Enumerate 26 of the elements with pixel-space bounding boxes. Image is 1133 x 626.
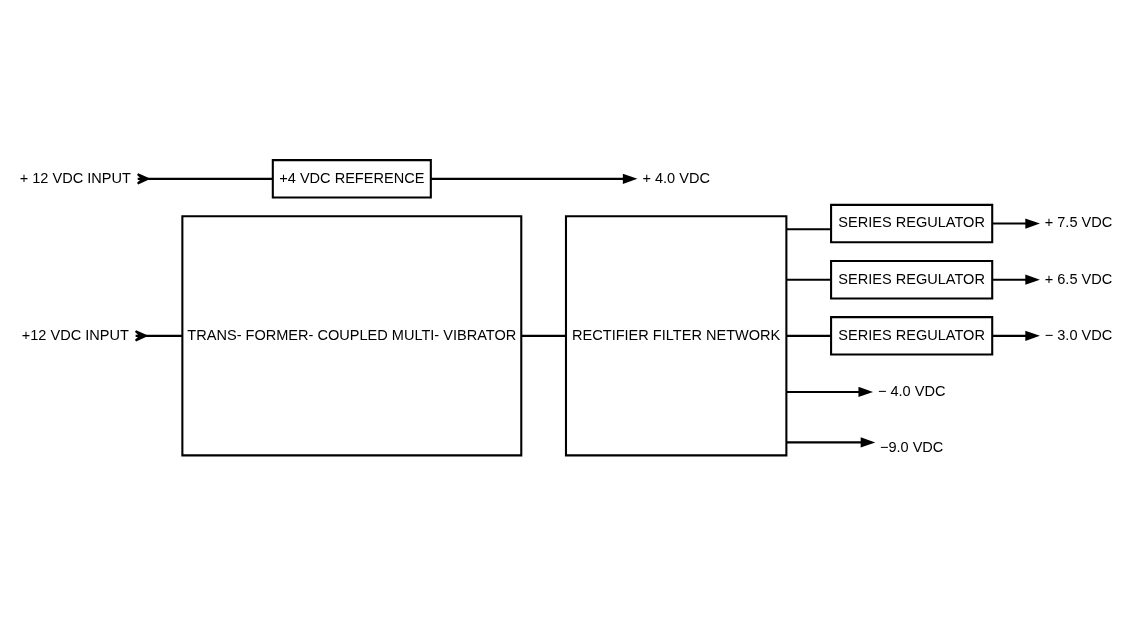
node-text: + 6.5 VDC (1044, 270, 1113, 287)
node-text: + 12 VDC INPUT (19, 169, 131, 186)
arrow (992, 330, 1040, 341)
connector (786, 227, 831, 230)
connector (521, 334, 566, 337)
connector (136, 172, 273, 185)
arrow (431, 173, 638, 184)
arrow (786, 386, 873, 397)
connector (786, 278, 831, 281)
node-text: −9.0 VDC (879, 438, 944, 455)
node-box: SERIES REGULATOR (830, 315, 994, 356)
node-text: +12 VDC INPUT (21, 326, 129, 343)
node-box: SERIES REGULATOR (830, 203, 994, 243)
node-box: SERIES REGULATOR (830, 259, 994, 299)
arrow (786, 436, 876, 447)
node-box: RECTIFIER FILTER NETWORK (564, 214, 788, 456)
node-text: − 3.0 VDC (1044, 326, 1113, 343)
connector (786, 334, 831, 337)
connector (134, 329, 183, 342)
node-text: − 4.0 VDC (877, 382, 946, 399)
node-text: + 4.0 VDC (642, 169, 710, 186)
node-box: TRANS- FORMER- COUPLED MULTI- VIBRATOR (181, 214, 523, 456)
node-text: + 7.5 VDC (1044, 213, 1113, 230)
node-box: +4 VDC REFERENCE (271, 158, 432, 199)
arrow (992, 217, 1040, 229)
arrow (992, 274, 1040, 285)
